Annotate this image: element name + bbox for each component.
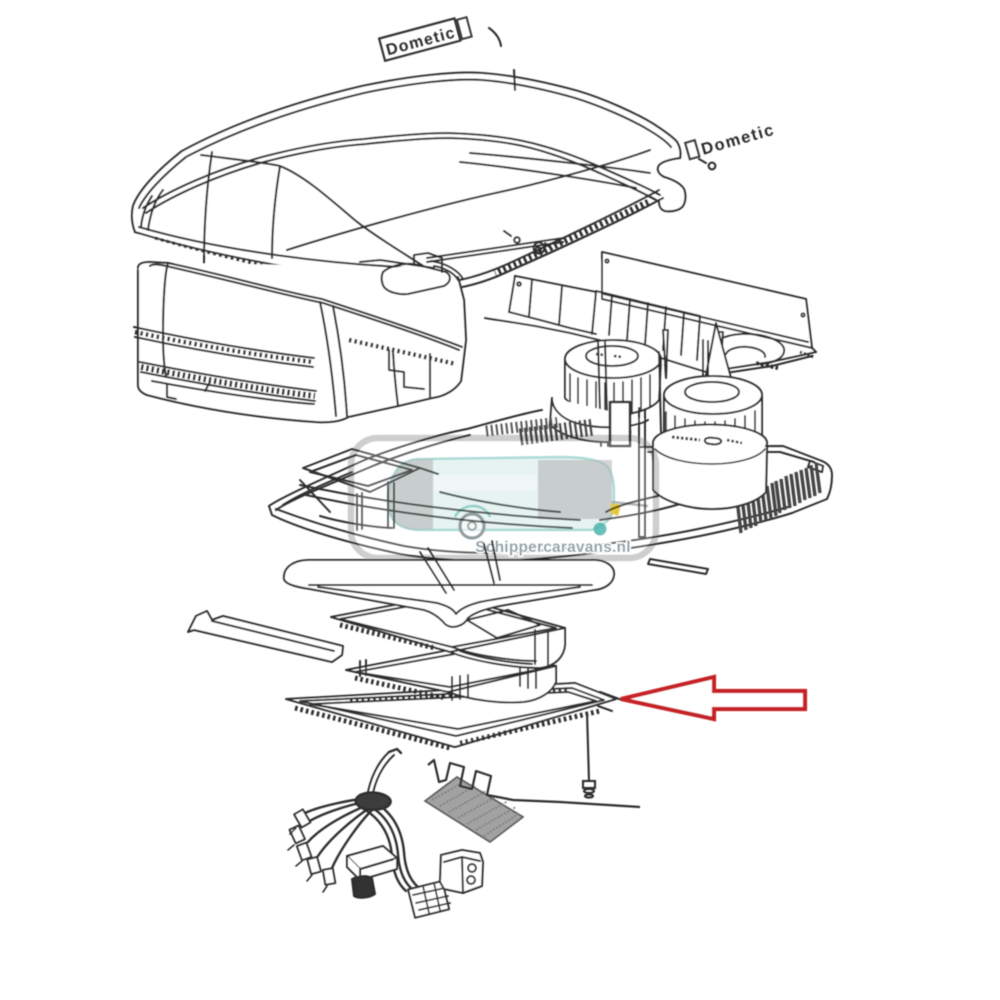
svg-text:Dometic: Dometic (699, 121, 775, 159)
svg-text:Dometic: Dometic (384, 25, 456, 60)
svg-text:Schippercaravans.nl: Schippercaravans.nl (475, 539, 630, 556)
